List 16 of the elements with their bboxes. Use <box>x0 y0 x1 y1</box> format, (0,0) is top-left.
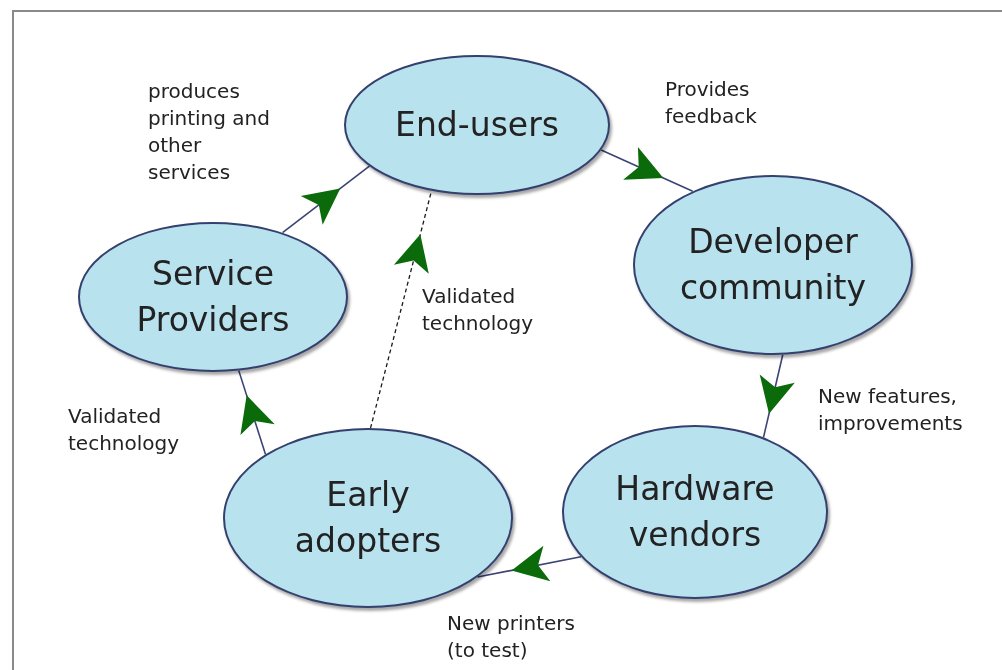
node-label: Service Providers <box>135 252 291 341</box>
node-label: Early adopters <box>293 473 443 562</box>
arrow <box>759 353 795 439</box>
edge-label: Provides feedback <box>665 76 758 130</box>
node-label: Hardware vendors <box>614 467 776 556</box>
edge-label: New printers (to test) <box>447 610 576 664</box>
arrow <box>237 369 275 456</box>
arrow <box>476 545 582 582</box>
arrow <box>281 165 371 234</box>
edge-label: Validated technology <box>422 283 535 337</box>
edge-label: Validated technology <box>68 403 181 457</box>
edge-label: produces printing and other services <box>148 78 271 186</box>
edge-label: New features, improvements <box>818 383 964 437</box>
node-label: End-users <box>394 103 560 146</box>
arrow <box>600 146 694 193</box>
node-label: Developer community <box>678 220 868 309</box>
